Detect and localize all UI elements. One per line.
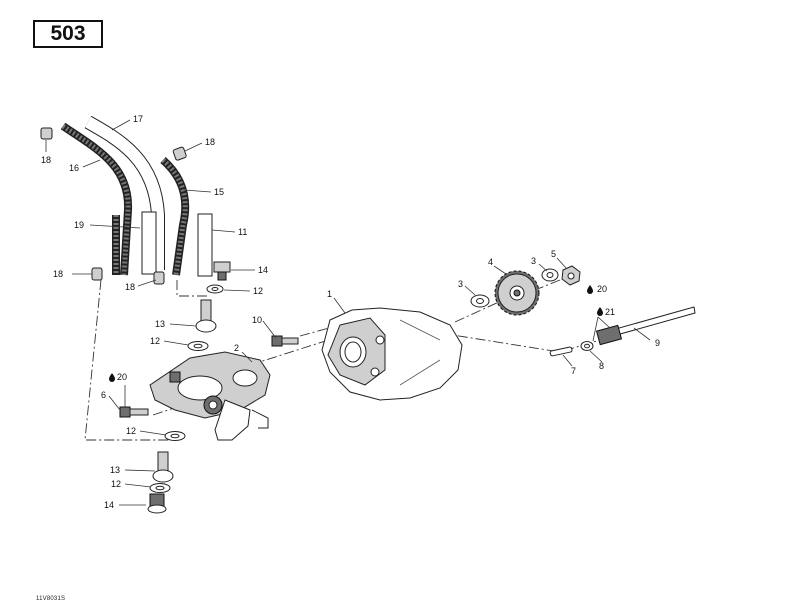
callout-9: 9 (655, 338, 660, 348)
hose-16 (60, 122, 133, 276)
washer-12-a (206, 284, 224, 294)
clamp-18-top-left (40, 127, 53, 140)
callout-10: 10 (252, 315, 262, 325)
washer-12-b (187, 341, 209, 351)
callout-14: 14 (104, 500, 114, 510)
callout-13: 13 (155, 319, 165, 329)
fitting-14-bottom (147, 493, 167, 514)
hose-11 (197, 213, 213, 277)
washer-3-right (541, 268, 559, 282)
callout-12: 12 (150, 336, 160, 346)
callout-18: 18 (125, 282, 135, 292)
callout-17: 17 (133, 114, 143, 124)
housing-cover-1 (321, 307, 463, 401)
callout-12: 12 (111, 479, 121, 489)
oil-pump-2 (149, 351, 271, 441)
page-number: 503 (50, 22, 86, 45)
washer-12-c (164, 431, 186, 441)
sealant-drop-icon-20-right (587, 285, 593, 294)
hose-15 (160, 157, 190, 276)
nut-5 (561, 265, 581, 286)
page-number-box: 503 (33, 20, 103, 48)
callout-15: 15 (214, 187, 224, 197)
callout-13: 13 (110, 465, 120, 475)
hose-straight-left (141, 211, 157, 275)
callout-18: 18 (53, 269, 63, 279)
callout-12: 12 (253, 286, 263, 296)
callout-11: 11 (238, 227, 247, 237)
banjo-13-bottom (152, 451, 174, 483)
callout-18: 18 (41, 155, 51, 165)
callout-18: 18 (205, 137, 215, 147)
callout-20: 20 (117, 372, 127, 382)
callout-labels: 18 18 16 17 15 19 11 18 18 14 12 13 12 1… (41, 114, 660, 510)
callout-4: 4 (488, 257, 493, 267)
callout-21: 21 (605, 307, 615, 317)
shaft-9 (595, 306, 696, 346)
hose-17 (84, 115, 165, 270)
callout-14: 14 (258, 265, 268, 275)
callout-20: 20 (597, 284, 607, 294)
callout-12: 12 (126, 426, 136, 436)
screw-6 (119, 406, 149, 418)
fitting-14-top (213, 261, 231, 281)
callout-3: 3 (531, 256, 536, 266)
callout-2: 2 (234, 343, 239, 353)
gear-4 (494, 270, 540, 316)
washer-8 (580, 341, 594, 351)
drawing-reference-code: 11V8031S (36, 596, 66, 602)
callout-7: 7 (571, 366, 576, 376)
callout-8: 8 (599, 361, 604, 371)
callout-3: 3 (458, 279, 463, 289)
clamp-18-mid (153, 271, 165, 285)
washer-12-d (149, 483, 171, 493)
leader-lines (45, 119, 651, 506)
sealant-drop-icon-21 (597, 307, 603, 316)
callout-1: 1 (327, 289, 332, 299)
washer-3-left (470, 294, 490, 308)
clamp-18-top (172, 146, 187, 161)
callout-5: 5 (551, 249, 556, 259)
banjo-13-top (195, 299, 217, 333)
screw-10 (271, 335, 299, 347)
clamp-18-left (91, 267, 103, 281)
callout-16: 16 (69, 163, 79, 173)
sealant-drop-icon-20-left (109, 373, 115, 382)
callout-6: 6 (101, 390, 106, 400)
callout-19: 19 (74, 220, 84, 230)
pin-7 (549, 346, 573, 357)
